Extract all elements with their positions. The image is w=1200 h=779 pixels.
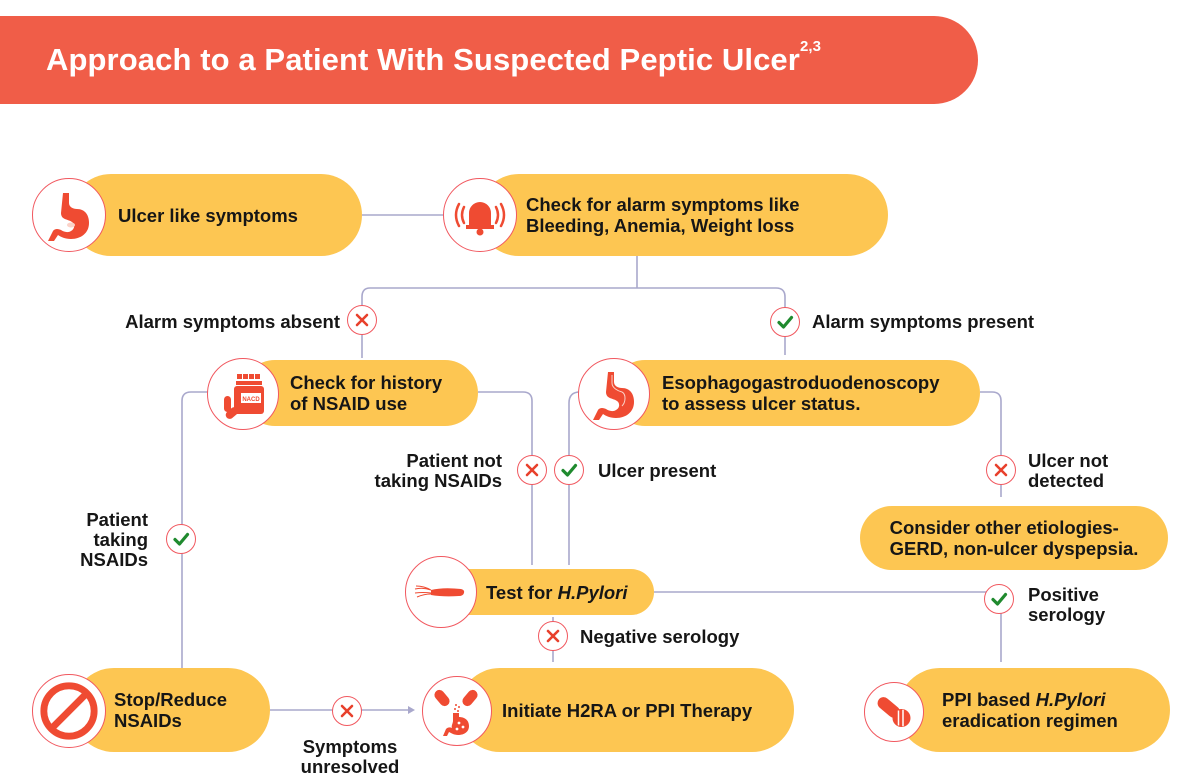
node-text-italic: H.Pylori (557, 581, 628, 603)
cross-icon (332, 696, 362, 726)
edge-label-alarm-present: Alarm symptoms present (812, 311, 1035, 332)
page-title-text: Approach to a Patient With Suspected Pep… (46, 42, 800, 77)
prohibited-icon (32, 674, 106, 748)
label-line2: unresolved (300, 756, 400, 777)
node-text-line2: NSAIDs (114, 710, 182, 731)
node-text-line1-italic: H.Pylori (1035, 689, 1106, 710)
node-text-line1-prefix: PPI based (942, 689, 1036, 710)
node-text: Consider other etiologies-GERD, non-ulce… (890, 517, 1139, 559)
node-text: Initiate H2RA or PPI Therapy (502, 699, 753, 721)
label-line2: serology (1028, 604, 1106, 625)
cross-icon (517, 455, 547, 485)
medicine-bottle-icon: NACD (207, 358, 279, 430)
cross-icon (538, 621, 568, 651)
stomach-icon (578, 358, 650, 430)
node-text-line1: Check for alarm symptoms like (526, 194, 800, 215)
check-icon (770, 307, 800, 337)
title-banner: Approach to a Patient With Suspected Pep… (0, 16, 978, 104)
arrowhead-h2ra (408, 706, 415, 714)
node-other-etiologies: Consider other etiologies-GERD, non-ulce… (860, 506, 1168, 570)
label-line2: taking NSAIDs (374, 470, 502, 491)
edge-label-negative-serology: Negative serology (580, 626, 740, 647)
node-initiate-h2ra-ppi: Initiate H2RA or PPI Therapy (458, 668, 794, 752)
bacteria-icon (405, 556, 477, 628)
label-line1: Symptoms (302, 736, 398, 757)
bottle-label-text: NACD (242, 397, 260, 403)
node-text: Test for H.Pylori (486, 582, 628, 603)
edge-label-ulcer-present: Ulcer present (598, 460, 717, 481)
check-icon (554, 455, 584, 485)
node-text-line2: eradication regimen (942, 710, 1118, 731)
label-line1: Ulcer not (1028, 450, 1109, 471)
node-text-line2: Bleeding, Anemia, Weight loss (526, 215, 795, 236)
capsule-tablet-icon (864, 682, 924, 742)
alarm-bell-icon (443, 178, 517, 252)
connector-alarm-split (361, 256, 786, 358)
label-line1: Positive (1028, 584, 1099, 605)
check-icon (984, 584, 1014, 614)
label-line1: Patient (86, 509, 148, 530)
node-text: Ulcer like symptoms (118, 204, 298, 226)
node-text-prefix: Test for (486, 581, 558, 603)
label-line3: NSAIDs (80, 549, 148, 570)
node-text-line1: Consider other etiologies- (889, 517, 1119, 538)
check-icon (166, 524, 196, 554)
label-line1: Patient not (406, 450, 502, 471)
title-reference-superscript: 2,3 (799, 38, 822, 55)
node-text-line2: GERD, non-ulcer dyspepsia. (889, 538, 1139, 559)
label-line2: detected (1028, 470, 1105, 491)
edge-label-alarm-absent: Alarm symptoms absent (125, 311, 340, 332)
node-text-line2: to assess ulcer status. (662, 393, 861, 414)
page-title: Approach to a Patient With Suspected Pep… (46, 16, 821, 104)
cross-icon (347, 305, 377, 335)
stomach-icon (32, 178, 106, 252)
node-ulcer-like-symptoms: Ulcer like symptoms (70, 174, 362, 256)
node-text-line2: of NSAID use (290, 393, 408, 414)
node-text-line1: Esophagogastroduodenoscopy (662, 372, 940, 393)
node-text-line1: Check for history (290, 372, 443, 393)
label-line2: taking (93, 529, 148, 550)
cross-icon (986, 455, 1016, 485)
pills-stomach-icon (422, 676, 492, 746)
node-text-line1: Stop/Reduce (114, 689, 228, 710)
